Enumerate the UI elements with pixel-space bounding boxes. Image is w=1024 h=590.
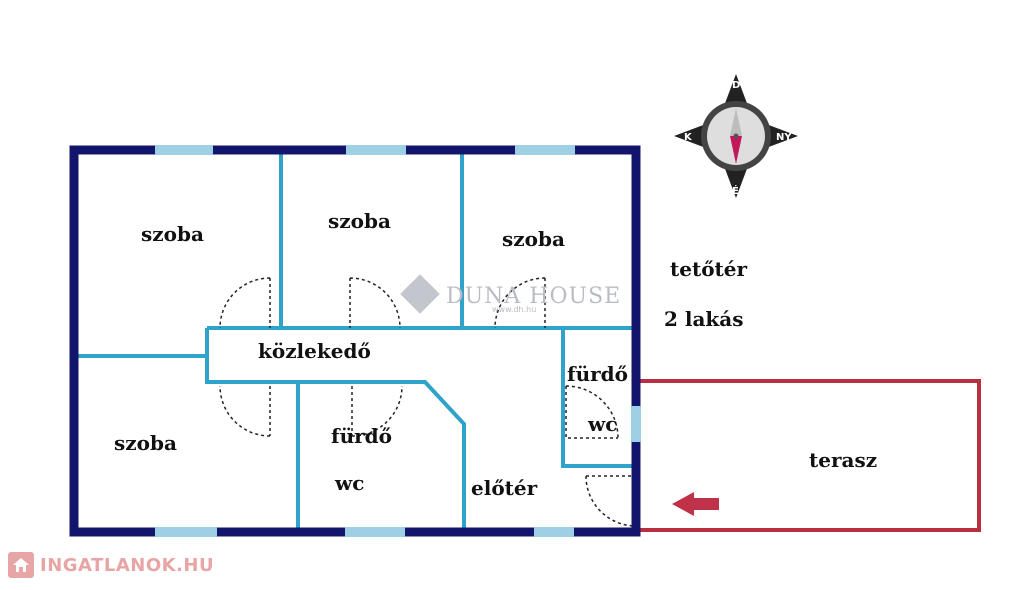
room-label-eloter: előtér [471, 476, 538, 500]
room-label-kozlekedo: közlekedő [258, 339, 371, 363]
compass-icon: D É K NY [674, 74, 798, 198]
room-label-terasz: terasz [809, 448, 877, 472]
compass-label-north: É [732, 184, 739, 197]
compass-label-west: NY [776, 132, 792, 143]
windows [155, 145, 641, 537]
room-label-wc-1: wc [334, 471, 364, 495]
watermark: DUNA HOUSE www.dh.hu [400, 274, 621, 314]
brand-logo: INGATLANOK.HU [8, 550, 214, 580]
watermark-url: www.dh.hu [492, 305, 536, 314]
room-label-szoba-1: szoba [141, 222, 204, 246]
room-label-furdo-1: fürdő [331, 424, 392, 448]
units-label: 2 lakás [664, 307, 744, 331]
room-label-szoba-3: szoba [502, 227, 565, 251]
compass-label-east: K [684, 132, 693, 143]
room-label-szoba-4: szoba [114, 431, 177, 455]
watermark-logo-icon [400, 274, 440, 314]
brand-logo-text: INGATLANOK.HU [40, 554, 215, 576]
watermark-name: DUNA HOUSE [446, 284, 621, 309]
room-label-furdo-2: fürdő [567, 362, 628, 386]
level-label: tetőtér [670, 257, 748, 281]
compass-needle-north [730, 108, 742, 136]
compass-needle-south [730, 136, 742, 164]
room-label-wc-2: wc [587, 412, 617, 436]
terrace-outline [640, 379, 981, 532]
compass-label-south: D [732, 80, 740, 91]
room-label-szoba-2: szoba [328, 209, 391, 233]
entrance-arrow-icon [672, 492, 719, 516]
house-icon [8, 552, 34, 578]
inner-walls [74, 150, 636, 532]
